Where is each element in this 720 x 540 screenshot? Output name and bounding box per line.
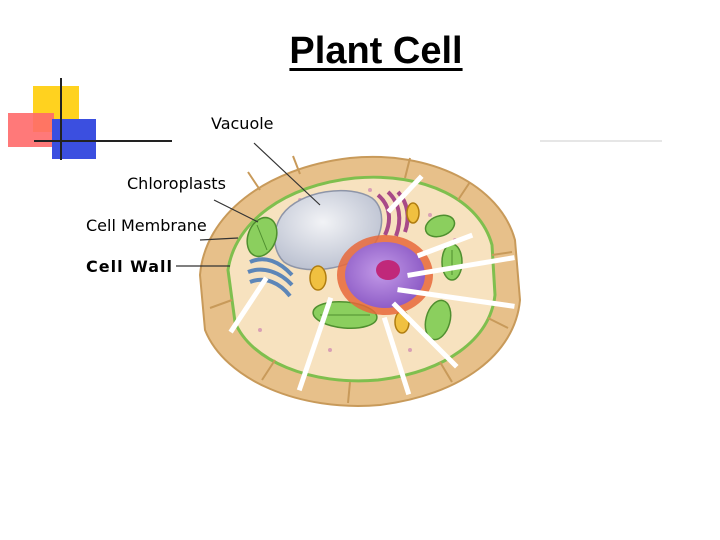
- cell-membrane-leader: [199, 237, 239, 241]
- leader-lines: [176, 142, 321, 267]
- slide-title: Plant Cell: [289, 30, 463, 72]
- chloroplasts-label: Chloroplasts: [127, 174, 226, 193]
- endoplasmic-reticulum-blue: [247, 257, 294, 298]
- mitochondria: [309, 202, 420, 334]
- corner-decoration: [8, 78, 172, 160]
- wall-ridges: [209, 155, 513, 404]
- pointer-lines-unlabeled: [228, 174, 515, 396]
- cell-membrane-label: Cell Membrane: [86, 216, 207, 235]
- cell-wall-label: Cell Wall: [86, 257, 173, 276]
- nucleolus: [376, 260, 400, 280]
- corner-blue-square: [52, 119, 96, 159]
- vacuole-leader: [253, 142, 321, 206]
- chloroplasts-leader: [213, 199, 259, 223]
- cell-body: [198, 155, 522, 407]
- vacuole-label: Vacuole: [211, 114, 274, 133]
